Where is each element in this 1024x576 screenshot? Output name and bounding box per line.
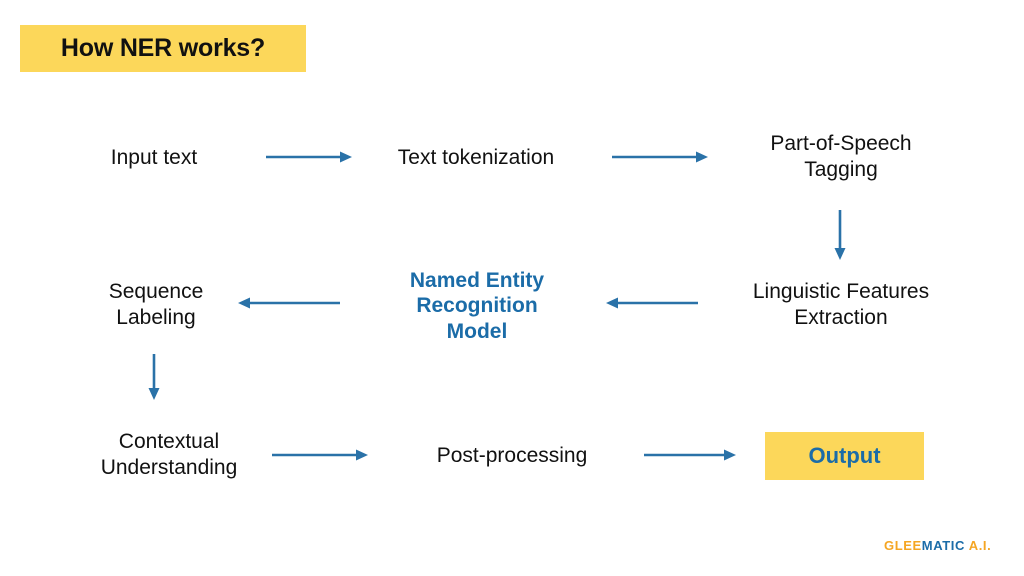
arrow-ner-model-to-sequence-labeling <box>238 295 340 311</box>
arrow-input-text-to-text-tokenization <box>266 149 352 165</box>
flow-node-sequence-labeling: Sequence Labeling <box>108 280 204 329</box>
flow-node-output: Output <box>765 432 924 480</box>
logo-text-ai: A.I. <box>965 538 992 553</box>
page-title: How NER works? <box>60 34 266 62</box>
flow-node-ner-model: Named Entity Recognition Model <box>409 268 545 343</box>
arrow-linguistic-features-to-ner-model <box>606 295 698 311</box>
arrow-text-tokenization-to-pos-tagging <box>612 149 708 165</box>
title-banner: How NER works? <box>20 25 306 72</box>
flow-node-text-tokenization: Text tokenization <box>397 146 555 170</box>
gleematic-logo: GLEEMATIC A.I. <box>884 538 991 553</box>
arrow-contextual-understanding-to-post-processing <box>272 447 368 463</box>
logo-text-matic: MATIC <box>921 538 965 553</box>
flow-node-linguistic-features-extraction: Linguistic Features Extraction <box>752 280 930 329</box>
flow-node-contextual-understanding: Contextual Understanding <box>100 430 238 479</box>
arrow-post-processing-to-output <box>644 447 736 463</box>
arrow-sequence-labeling-to-contextual-understanding <box>146 354 162 400</box>
logo-text-glee: GLEE <box>884 538 922 553</box>
flow-node-post-processing: Post-processing <box>436 444 588 468</box>
flow-node-input-text: Input text <box>110 146 198 170</box>
flow-node-pos-tagging: Part-of-Speech Tagging <box>770 132 912 181</box>
arrow-pos-tagging-to-linguistic-features <box>832 210 848 260</box>
